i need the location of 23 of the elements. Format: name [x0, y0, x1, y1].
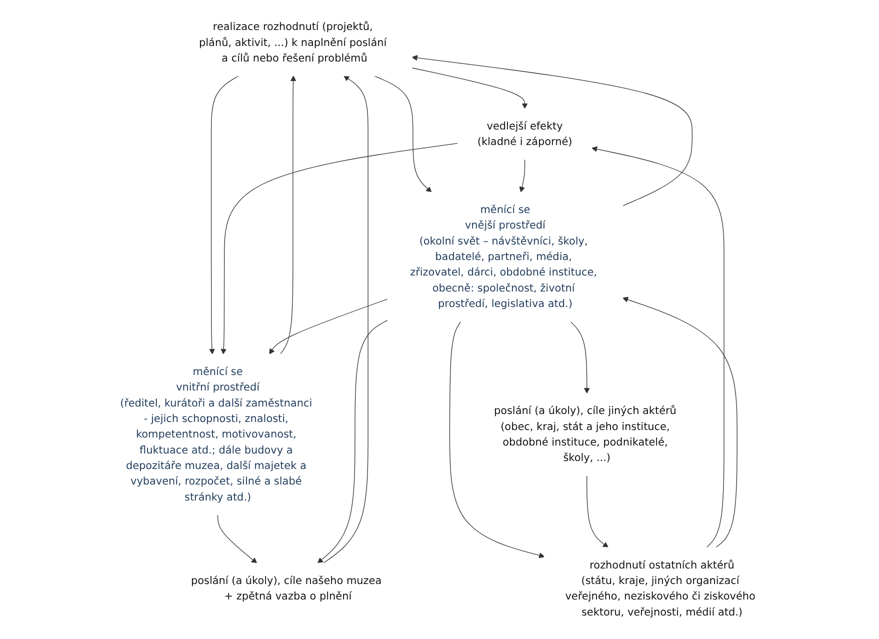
arrow — [411, 55, 692, 206]
arrow — [268, 298, 388, 354]
arrow — [591, 146, 724, 548]
node-text: realizace rozhodnutí (projektů, plánů, aktivit, ...) k naplnění poslání a cílů nebo řešení problémů — [198, 20, 386, 64]
arrow — [373, 76, 432, 192]
arrow — [622, 296, 738, 548]
node-text: měnící se vnitřní prostředí (ředitel, kurátoři a další zaměstnanci - jejich schopnosti, znalosti, kompetentnost, motivovanost, fluktuace atd.; dále budovy a depozitáře muzea, další majetek a vybavení, rozpočet, silné a slabé stránky atd.) — [120, 365, 312, 504]
arrow — [448, 321, 544, 558]
node-text: poslání (a úkoly), cíle našeho muzea + zpětná vazba o plnění — [190, 574, 382, 602]
node-text: rozhodnutí ostatních aktérů (státu, kraje, jiných organizací veřejného, neziskového či ziskového sektoru, veřejnosti, médií atd.) — [564, 558, 755, 618]
arrow — [322, 76, 368, 564]
arrow — [518, 159, 525, 192]
node-text: měnící se vnější prostředí (okolní svět – návštěvníci, školy, badatelé, partneři, média, zřizovatel, dárci, obdobné instituce, obecně: společnost, životní prostředí, legislativa atd.) — [410, 203, 597, 310]
arrow — [570, 321, 590, 394]
arrow — [586, 475, 608, 548]
arrow — [280, 76, 296, 354]
node-text: vedlejší efekty (kladné i záporné) — [476, 120, 572, 148]
arrow — [217, 514, 257, 564]
arrow — [411, 68, 528, 109]
arrow — [220, 142, 458, 354]
arrow — [208, 76, 239, 354]
arrow — [317, 320, 388, 564]
node-text: poslání (a úkoly), cíle jiných aktérů (obec, kraj, stát a jeho instituce, obdobné instituce, podnikatelé, školy, ...) — [494, 404, 676, 464]
